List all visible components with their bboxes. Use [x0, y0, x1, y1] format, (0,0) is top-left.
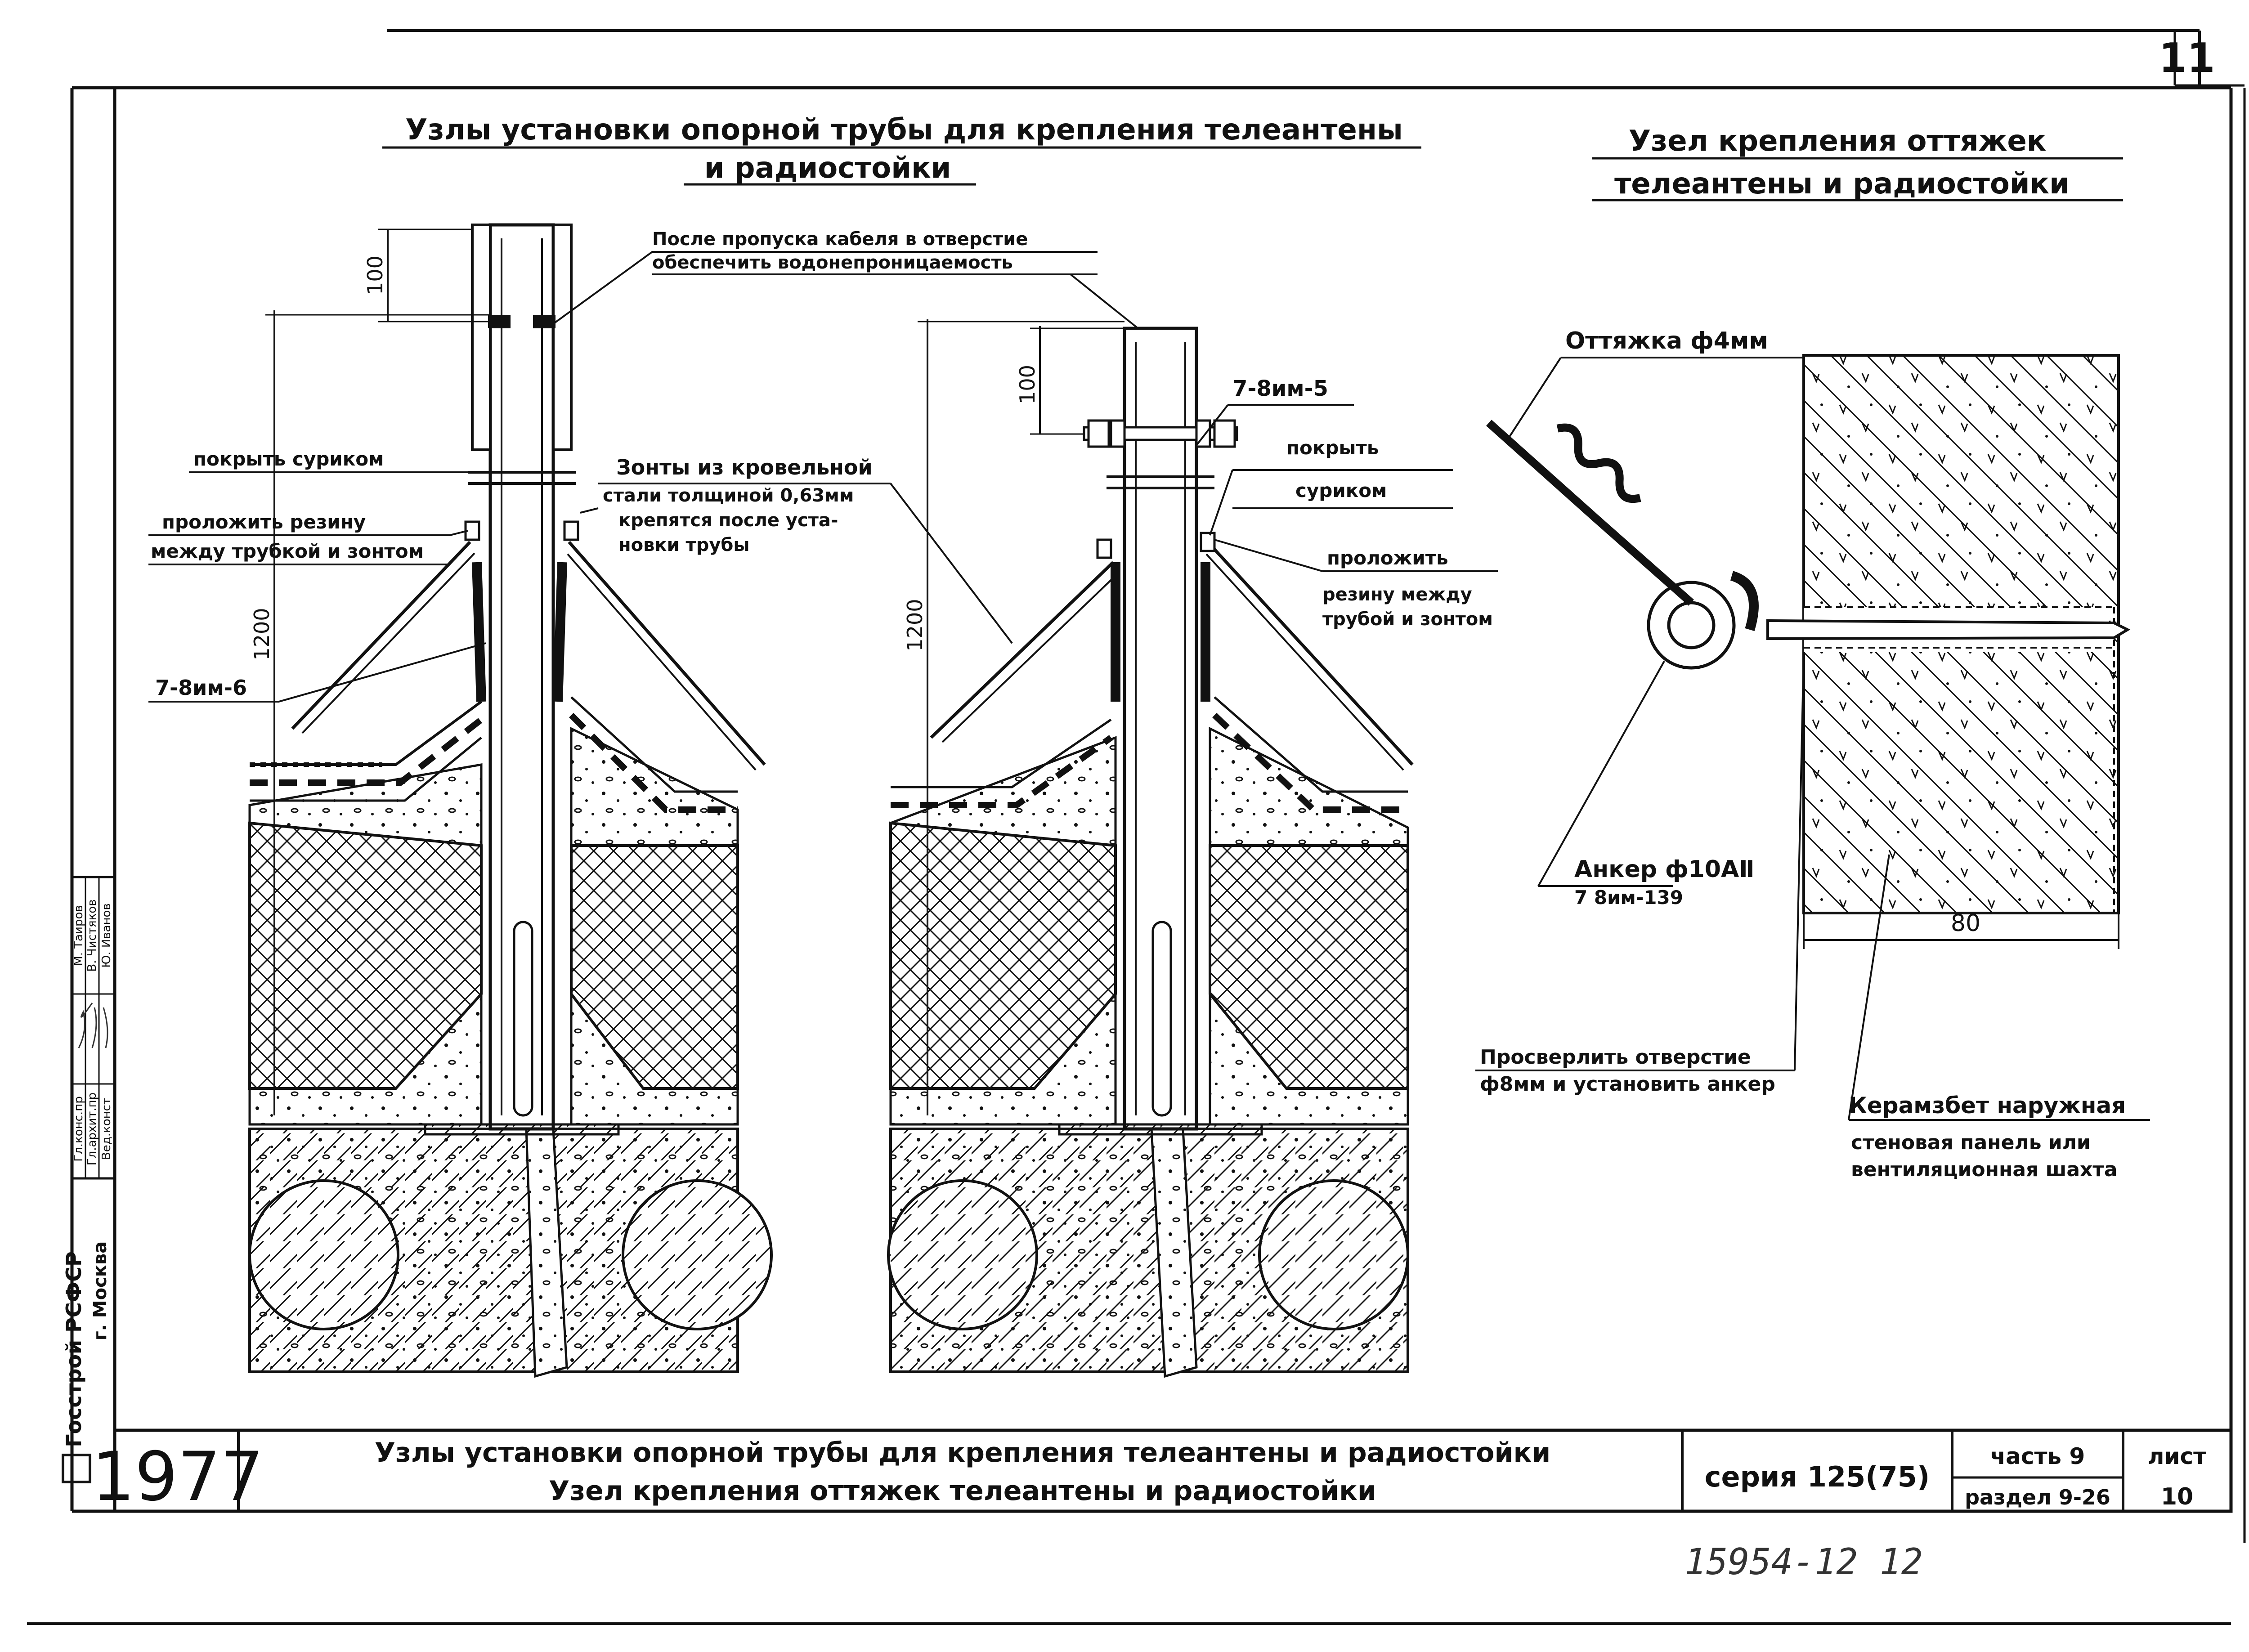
drill-note-line2: ф8мм и установить анкер: [1480, 1073, 1775, 1096]
dim-1200-left: 1200: [250, 608, 274, 660]
title-block-line2: Узел крепления оттяжек телеантены и ради…: [549, 1475, 1376, 1507]
part-label: часть 9: [1990, 1443, 2085, 1469]
umbrella-line4: новки трубы: [618, 535, 750, 555]
paint-left-label: покрыть суриком: [193, 448, 384, 470]
callouts-left: [148, 251, 1498, 703]
dim-100-mid: 100: [1015, 365, 1039, 404]
stamp-logo: [62, 1454, 91, 1483]
stamp-name-3: Ю. Иванов: [100, 903, 113, 968]
stamp-role-3: Вед.конст: [100, 1098, 113, 1160]
right-title-line1: Узел крепления оттяжек: [1629, 125, 2046, 158]
archive-number: 15954-12 12: [1685, 1541, 1923, 1583]
side-stamp: Гл.конс.пр Гл.архит.пр Вед.конст М. Таир…: [62, 876, 115, 1483]
dim-100-left: 100: [363, 255, 387, 295]
anchor-label-line2: 7 8им-139: [1574, 886, 1683, 909]
sheet-label: лист: [2148, 1443, 2206, 1469]
section-right: 80: [1475, 354, 2150, 1121]
rubber-mid-line2: резину между: [1322, 584, 1472, 605]
dim-80: 80: [1951, 910, 1980, 937]
rubber-left-line1: проложить резину: [162, 511, 366, 533]
umbrella-line1: Зонты из кровельной: [616, 455, 873, 479]
stamp-role-1: Гл.конс.пр: [72, 1096, 85, 1161]
cable-note-line1: После пропуска кабеля в отверстие: [652, 229, 1028, 250]
signatures: [78, 1003, 108, 1048]
stamp-org-2: г. Москва: [90, 1241, 111, 1340]
panel-note-line3: вентиляционная шахта: [1851, 1158, 2118, 1181]
corner-sheet-number: 11: [2159, 35, 2215, 82]
rubber-mid-line1: проложить: [1327, 547, 1448, 569]
rubber-left-line2: между трубкой и зонтом: [151, 540, 424, 562]
dim-1200-mid: 1200: [903, 599, 927, 651]
anchor-rod: [1766, 619, 2131, 640]
left-title-line1: Узлы установки опорной трубы для креплен…: [405, 113, 1403, 147]
umbrella-line3: крепятся после уста-: [618, 510, 838, 531]
rubber-mid-line3: трубой и зонтом: [1322, 609, 1493, 630]
guy-wire-label: Оттяжка ф4мм: [1565, 327, 1768, 354]
ref-mid-label: 7-8им-5: [1232, 376, 1328, 401]
sheet-value: 10: [2161, 1483, 2193, 1510]
drill-note-line1: Просверлить отверстие: [1480, 1046, 1751, 1069]
panel-note-line2: стеновая панель или: [1851, 1131, 2091, 1154]
title-block-line1: Узлы установки опорной трубы для креплен…: [375, 1437, 1551, 1468]
section-left: 100 1200: [248, 223, 773, 1378]
paint-mid-line2: суриком: [1295, 479, 1387, 501]
year: 1977: [92, 1438, 264, 1516]
stamp-name-1: М. Таиров: [72, 905, 85, 966]
umbrella-line2: стали толщиной 0,63мм: [603, 485, 854, 506]
stamp-role-2: Гл.архит.пр: [85, 1092, 99, 1165]
section-middle: 100 1200: [887, 319, 1414, 1378]
section-label: раздел 9-26: [1965, 1485, 2110, 1509]
title-block: [113, 1428, 2233, 1513]
cable-note-line2: обеспечить водонепроницаемость: [652, 252, 1013, 273]
left-title-line2: и радиостойки: [704, 152, 951, 185]
anchor-label-line1: Анкер ф10АⅡ: [1574, 856, 1755, 883]
panel-note-line1: Керамзбет наружная: [1849, 1092, 2126, 1119]
right-title-line2: телеантены и радиостойки: [1614, 167, 2070, 201]
stamp-org-1: Госстрой РСФСР: [62, 1251, 86, 1447]
ref-left-label: 7-8им-6: [155, 676, 247, 700]
series-label: серия 125(75): [1705, 1460, 1930, 1493]
stamp-name-2: В. Чистяков: [85, 899, 99, 972]
paint-mid-line1: покрыть: [1286, 437, 1379, 459]
